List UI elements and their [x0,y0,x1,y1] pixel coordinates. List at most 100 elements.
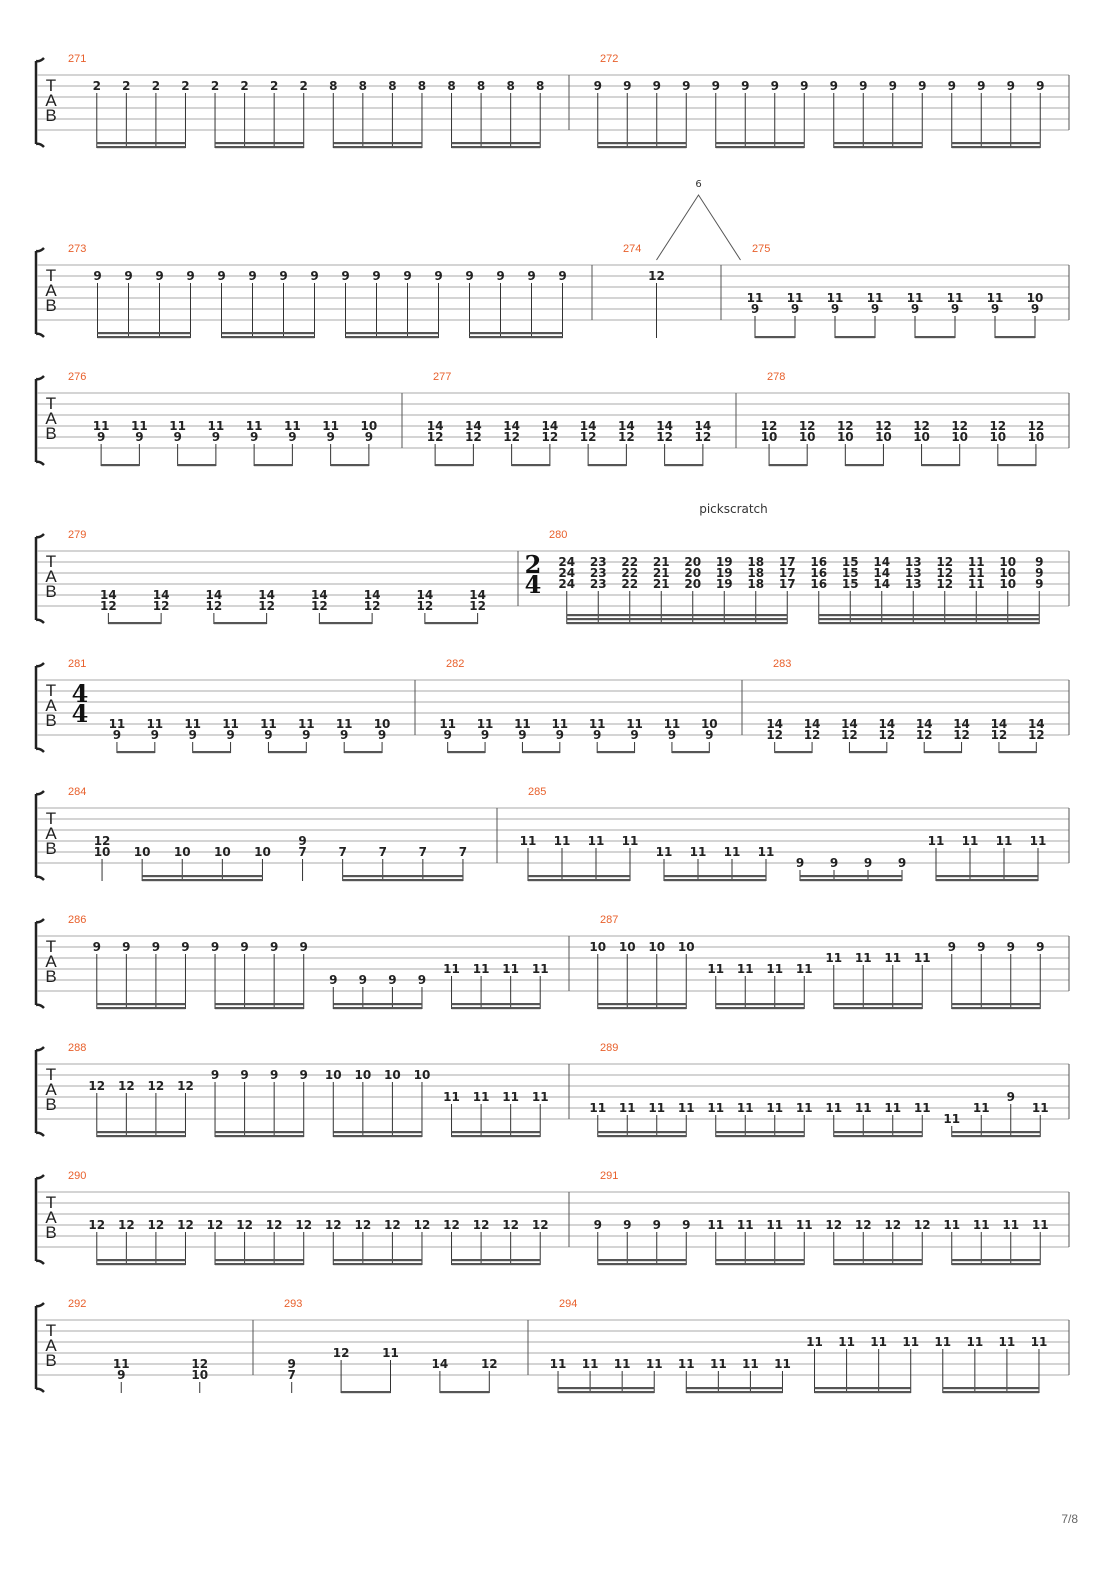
fret-number: 9 [212,430,220,444]
fret-number: 10 [254,845,271,859]
tab-clef-letter: B [45,1223,56,1242]
fret-number: 10 [191,1368,208,1382]
fret-number: 10 [837,430,854,444]
fret-number: 11 [502,1090,519,1104]
tab-clef-letter: B [45,1351,56,1370]
tuplet-bracket [656,194,741,261]
system-bracket [34,375,45,466]
note-beam [597,1263,687,1266]
note-beam [522,751,560,754]
fret-number: 12 [1028,419,1045,433]
fret-number: 2 [270,79,278,93]
fret-number: 11 [622,834,639,848]
fret-number: 2 [122,79,130,93]
fret-number: 11 [690,845,707,859]
note-beam [96,1259,186,1262]
tab-clef-letter: T [46,552,56,571]
fret-number: 9 [898,856,906,870]
fret-number: 16 [810,577,827,591]
fret-number: 14 [695,419,712,433]
note-beam [924,751,962,754]
note-beam [936,875,1038,878]
fret-number: 9 [705,728,713,742]
note-beam [221,332,315,335]
fret-number: 11 [184,717,201,731]
fret-number: 11 [787,291,804,305]
fret-number: 9 [668,728,676,742]
fret-number: 8 [506,79,514,93]
tab-clef-letter: A [45,91,57,110]
note-beam [333,146,422,149]
note-beam [664,464,703,467]
fret-number: 9 [518,728,526,742]
fret-number: 12 [618,430,635,444]
measure-number: 273 [68,243,86,255]
fret-number: 9 [496,269,504,283]
fret-number: 11 [678,1357,695,1371]
fret-number: 9 [1036,940,1044,954]
tab-clef-letter: A [45,1080,57,1099]
measure-number: 285 [528,786,546,798]
note-beam [686,1387,783,1390]
note-beam [333,1263,422,1266]
fret-number: 11 [551,717,568,731]
fret-number: 22 [621,555,638,569]
fret-number: 14 [766,717,783,731]
tab-clef-letter: T [46,394,56,413]
fret-number: 14 [542,419,559,433]
note-beam [951,1007,1041,1010]
note-beam [774,751,813,754]
tab-clef-letter: B [45,839,56,858]
note-beam [597,1259,687,1262]
note-beam [915,336,955,339]
fret-number: 11 [943,1218,960,1232]
fret-number: 14 [873,555,890,569]
note-beam [333,1003,422,1006]
measure-number: 284 [68,786,86,798]
fret-number: 9 [889,79,897,93]
fret-number: 11 [588,834,605,848]
note-beam [769,464,808,467]
note-beam [597,1135,687,1138]
fret-number: 11 [884,1101,901,1115]
note-beam [597,142,687,145]
measure-number: 288 [68,1042,86,1054]
fret-number: 9 [653,1218,661,1232]
fret-number: 9 [113,728,121,742]
fret-number: 12 [266,1218,283,1232]
note-beam [451,1003,541,1006]
fret-number: 9 [593,728,601,742]
note-beam [715,146,805,149]
note-beam [96,1263,186,1266]
fret-number: 9 [217,269,225,283]
fret-number: 9 [186,269,194,283]
fret-number: 12 [473,1218,490,1232]
fret-number: 9 [991,302,999,316]
fret-number: 14 [804,717,821,731]
fret-number: 12 [427,430,444,444]
fret-number: 11 [855,951,872,965]
fret-number: 11 [968,555,985,569]
fret-number: 9 [226,728,234,742]
fret-number: 14 [206,588,223,602]
measure-number: 272 [600,53,618,65]
note-beam [215,142,304,145]
fret-number: 9 [871,302,879,316]
fret-number: 2 [93,79,101,93]
fret-number: 9 [288,430,296,444]
fret-number: 9 [359,973,367,987]
fret-number: 11 [648,1101,665,1115]
fret-number: 9 [264,728,272,742]
fret-number: 8 [329,79,337,93]
note-beam [664,875,766,878]
time-signature-digit: 4 [525,570,542,599]
